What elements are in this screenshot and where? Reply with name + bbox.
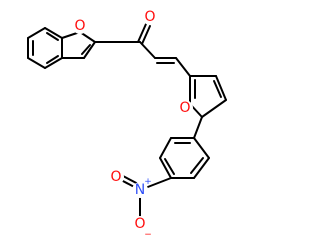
nitrogen-positive-charge: + bbox=[144, 177, 152, 187]
bond bbox=[159, 137, 172, 159]
nitrofuran-group bbox=[189, 75, 227, 139]
enone-linker bbox=[94, 23, 191, 77]
bond bbox=[139, 41, 156, 59]
nitro-nitrogen-symbol: N bbox=[135, 182, 145, 198]
bond bbox=[215, 75, 227, 101]
bond bbox=[193, 116, 203, 139]
nitro-oxygen-left-label: O bbox=[108, 169, 124, 185]
nitro-oxygen-left-symbol: O bbox=[110, 169, 121, 185]
bond bbox=[27, 27, 46, 39]
furan-oxygen-symbol: O bbox=[179, 100, 190, 116]
bond bbox=[83, 41, 96, 59]
double-bond-inner bbox=[164, 158, 175, 175]
bond bbox=[193, 137, 210, 159]
nitro-nitrogen-label: N + bbox=[132, 177, 152, 198]
carbonyl-double-bond bbox=[141, 25, 151, 45]
molecule-diagram: O O O N + O O − bbox=[27, 9, 227, 240]
bond bbox=[44, 27, 63, 39]
double-bond-inner bbox=[46, 32, 59, 41]
double-bond-inner bbox=[213, 80, 222, 98]
bond bbox=[175, 57, 191, 77]
double-bond-inner bbox=[81, 44, 91, 55]
oxygen-negative-charge: − bbox=[144, 230, 152, 240]
bond bbox=[79, 31, 96, 43]
bond bbox=[27, 57, 46, 69]
furan-oxygen-label: O bbox=[177, 100, 193, 116]
benzofuran-oxygen-label: O bbox=[72, 18, 88, 34]
nitro-oxygen-bottom-label: O − bbox=[132, 216, 152, 240]
benzofuran-oxygen-symbol: O bbox=[74, 18, 85, 34]
nitrophenyl-group bbox=[120, 137, 210, 219]
double-bond-inner bbox=[190, 157, 204, 174]
bond bbox=[193, 157, 210, 179]
bond bbox=[159, 157, 172, 179]
carbonyl-double-bond bbox=[137, 23, 147, 43]
bond bbox=[44, 57, 63, 69]
bond bbox=[201, 99, 227, 118]
carbonyl-oxygen-symbol: O bbox=[144, 9, 155, 25]
carbonyl-oxygen-label: O bbox=[142, 9, 158, 25]
structure-canvas: O O O N + O O − bbox=[27, 9, 227, 240]
nitro-oxygen-bottom-symbol: O bbox=[134, 216, 145, 232]
double-bond-inner bbox=[46, 55, 59, 64]
benzofuran-group bbox=[27, 27, 96, 69]
